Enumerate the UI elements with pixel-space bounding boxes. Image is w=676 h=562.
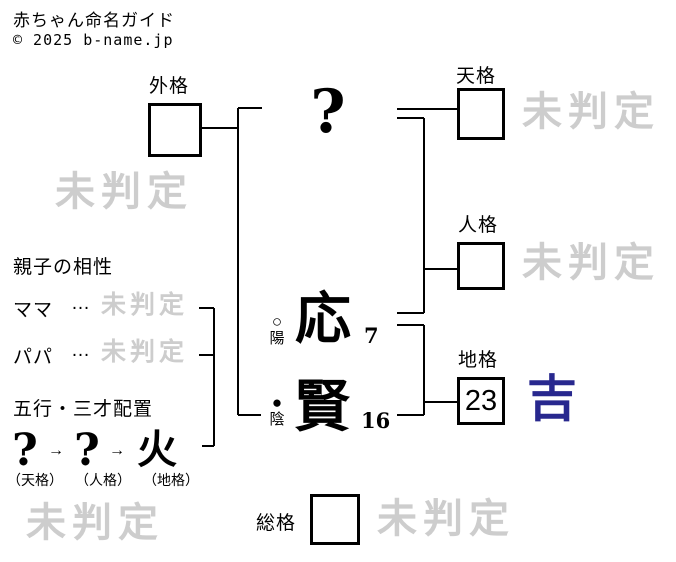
- name-char-2: 賢: [294, 374, 350, 440]
- site-title: 赤ちゃん命名ガイド: [13, 11, 175, 31]
- gaikaku-label: 外格: [149, 76, 190, 97]
- gaikaku-judgement: 未判定: [55, 168, 193, 215]
- polarity-yin: ● 陰: [263, 394, 291, 428]
- soukaku-label: 総格: [256, 513, 297, 534]
- sansai-jinkaku-caption: （人格）: [75, 472, 131, 488]
- yang-label: 陽: [269, 329, 285, 347]
- arrow-right-icon: →: [48, 442, 64, 459]
- copyright-text: © 2025 b-name.jp: [13, 31, 174, 49]
- polarity-yang: ○ 陽: [263, 313, 291, 347]
- jinkaku-value-box: [457, 242, 505, 290]
- name-char-1-strokes: 7: [364, 323, 379, 348]
- tenkaku-value-box: [457, 88, 505, 140]
- chikaku-value-box: 23: [457, 377, 505, 425]
- compatibility-title: 親子の相性: [13, 257, 114, 278]
- chikaku-judgement-good: 吉: [527, 369, 577, 428]
- papa-ellipsis: …: [71, 340, 90, 361]
- sansai-title: 五行・三才配置: [13, 399, 154, 420]
- yin-circle-icon: ●: [271, 393, 283, 412]
- name-char-2-strokes: 16: [361, 408, 391, 433]
- yin-label: 陰: [269, 410, 285, 428]
- sansai-tenkaku-caption: （天格）: [7, 472, 63, 488]
- mama-result: 未判定: [101, 290, 189, 319]
- yang-circle-icon: ○: [271, 312, 283, 331]
- sansai-chikaku-caption: （地格）: [143, 472, 199, 488]
- sansai-tenkaku-element: ?: [12, 425, 38, 476]
- tenkaku-judgement: 未判定: [522, 88, 660, 135]
- sansai-jinkaku-element: ?: [74, 425, 100, 476]
- sansai-chikaku-element: 火: [137, 426, 177, 473]
- name-char-1: 応: [295, 286, 351, 352]
- gaikaku-value-box: [148, 103, 202, 157]
- arrow-right-icon: →: [109, 442, 125, 459]
- jinkaku-judgement: 未判定: [522, 239, 660, 286]
- chikaku-label: 地格: [458, 350, 499, 371]
- mama-label: ママ: [13, 300, 54, 321]
- surname-placeholder: ?: [310, 77, 346, 147]
- papa-result: 未判定: [101, 337, 189, 366]
- soukaku-judgement: 未判定: [377, 495, 515, 542]
- jinkaku-label: 人格: [458, 215, 499, 236]
- tenkaku-label: 天格: [456, 66, 497, 87]
- papa-label: パパ: [13, 347, 54, 368]
- soukaku-value-box: [310, 494, 360, 545]
- overall-judgement: 未判定: [26, 499, 164, 546]
- mama-ellipsis: …: [71, 293, 90, 314]
